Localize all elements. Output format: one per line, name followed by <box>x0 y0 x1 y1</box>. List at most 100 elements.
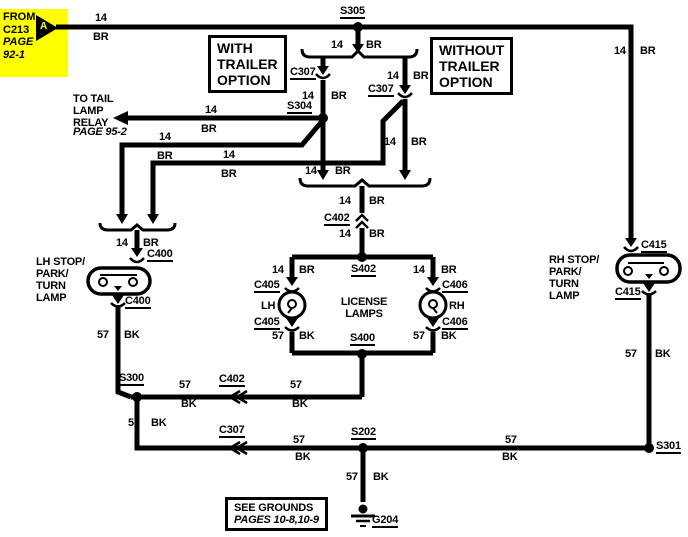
see-grounds-pages: PAGES 10-8,10-9 <box>234 514 319 527</box>
bracket-lh-lamp <box>98 222 177 264</box>
source-reference-label: FROM C213 <box>3 11 36 36</box>
label-s301: S301 <box>656 440 681 455</box>
label-c405-bottom: C405 <box>254 316 280 331</box>
splice-dot-s301 <box>644 443 654 453</box>
wire-gauge-label: 57 <box>625 348 637 360</box>
wire-s202-ground-drop <box>351 448 375 527</box>
wire-color-label: BR <box>143 237 159 249</box>
label-s400: S400 <box>350 332 375 347</box>
wire-color-label: BK <box>441 330 457 342</box>
wire-color-label: BR <box>221 168 237 180</box>
wire-gauge-label: 57 <box>505 434 517 446</box>
wire-color-label: BK <box>295 451 311 463</box>
wire-with-trailer-branch <box>315 57 331 118</box>
wire-gauge-label: 14 <box>302 90 314 102</box>
wire-color-label: BK <box>373 471 389 483</box>
wire-gauge-label: 57 <box>128 417 140 429</box>
splice-dot-s304 <box>318 113 328 123</box>
label-c402-bottom: C402 <box>219 373 245 388</box>
label-s202: S202 <box>351 426 376 441</box>
wire-ground-line2 <box>134 397 649 456</box>
label-c307-left: C307 <box>290 66 316 81</box>
source-connector-letter: A <box>40 21 48 32</box>
label-c307-right: C307 <box>368 83 394 98</box>
to-tail-lamp-relay-label: TO TAIL LAMP RELAY <box>73 93 114 130</box>
bracket-mid-merge <box>298 177 432 188</box>
wire-color-label: BK <box>299 330 315 342</box>
wire-color-label: BR <box>369 228 385 240</box>
rh-stop-lamp <box>615 253 682 284</box>
wire-gauge-label: 14 <box>387 70 399 82</box>
label-s300: S300 <box>119 372 144 387</box>
wire-gauge-label: 57 <box>346 471 358 483</box>
label-c400-top: C400 <box>147 248 173 263</box>
wire-c402-drop <box>355 186 369 257</box>
wire-s304-drop <box>317 118 329 180</box>
wire-color-label: BK <box>292 398 308 410</box>
splice-dot-s402 <box>357 252 367 262</box>
wire-gauge-label: 14 <box>116 237 128 249</box>
source-reference-page: PAGE 92-1 <box>3 36 34 61</box>
lh-license-lamp-label: LH <box>261 300 276 312</box>
wire-lh-lamp-output <box>110 295 132 400</box>
wire-color-label: BR <box>369 195 385 207</box>
label-c402-mid: C402 <box>324 212 350 227</box>
to-tail-lamp-relay-page: PAGE 95-2 <box>73 126 127 138</box>
wire-color-label: BR <box>366 39 382 51</box>
wire-gauge-label: 14 <box>305 165 317 177</box>
wire-gauge-label: 57 <box>272 330 284 342</box>
label-s304: S304 <box>287 100 312 115</box>
wire-color-label: BR <box>413 70 429 82</box>
wire-branch-lh-1 <box>116 118 325 224</box>
wire-color-label: BK <box>151 417 167 429</box>
wire-gauge-label: 14 <box>339 195 351 207</box>
wire-gauge-label: 57 <box>293 434 305 446</box>
wire-gauge-label: 57 <box>179 379 191 391</box>
splice-dot-s300 <box>132 392 142 402</box>
wire-color-label: BR <box>411 136 427 148</box>
wire-color-label: BK <box>502 451 518 463</box>
wire-gauge-label: 14 <box>205 104 217 116</box>
license-lamp-circuit <box>277 254 448 397</box>
label-s402: S402 <box>351 263 376 278</box>
with-trailer-option-box: WITH TRAILER OPTION <box>208 35 287 94</box>
wire-gauge-label: 14 <box>614 45 626 57</box>
wire-rh-lamp-output <box>641 283 657 448</box>
rh-stop-lamp-label: RH STOP/ PARK/ TURN LAMP <box>549 254 600 303</box>
wire-gauge-label: 14 <box>331 39 343 51</box>
label-c415-top: C415 <box>641 239 667 254</box>
label-c405-top: C405 <box>254 279 280 294</box>
label-c400-bottom: C400 <box>125 295 151 310</box>
wire-gauge-label: 57 <box>413 330 425 342</box>
without-trailer-option-box: WITHOUT TRAILER OPTION <box>430 37 514 96</box>
label-g204: G204 <box>372 514 398 529</box>
wire-color-label: BK <box>124 329 140 341</box>
lh-stop-lamp-label: LH STOP/ PARK/ TURN LAMP <box>36 256 85 305</box>
wire-gauge-label: 14 <box>413 264 425 276</box>
source-reference-box: FROM C213 PAGE 92-1 <box>0 9 68 77</box>
wire-color-label: BR <box>335 165 351 177</box>
splice-dot-s400 <box>357 349 367 359</box>
wire-color-label: BR <box>93 31 109 43</box>
splice-dot-s305 <box>353 22 363 32</box>
label-c307-bottom: C307 <box>219 424 245 439</box>
wire-gauge-label: 14 <box>272 264 284 276</box>
wire-color-label: BK <box>655 348 671 360</box>
wire-color-label: BR <box>201 123 217 135</box>
wire-color-label: BK <box>181 398 197 410</box>
wire-color-label: BR <box>640 45 656 57</box>
splice-dot-s202 <box>358 443 368 453</box>
label-c415-bottom: C415 <box>615 286 641 301</box>
lh-stop-lamp <box>86 266 152 296</box>
see-grounds-title: SEE GROUNDS <box>234 502 314 514</box>
see-grounds-note-box: SEE GROUNDS PAGES 10-8,10-9 <box>225 497 328 532</box>
wire-branch-lh-2 <box>147 99 405 224</box>
wire-to-tail-lamp-relay <box>113 111 323 125</box>
wire-gauge-label: 14 <box>339 228 351 240</box>
wire-gauge-label: 14 <box>95 12 107 24</box>
wire-gauge-label: 14 <box>159 131 171 143</box>
wire-ground-line1 <box>131 389 362 405</box>
wire-without-trailer-branch <box>397 57 413 180</box>
wire-rh-feed-connector <box>623 238 639 253</box>
